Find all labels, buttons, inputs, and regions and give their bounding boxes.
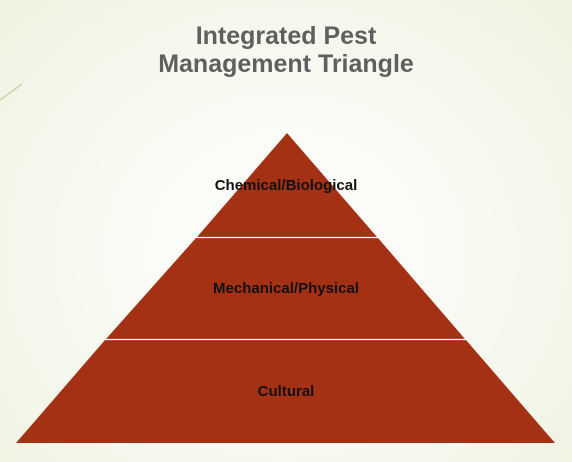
tier-label-chemical-biological: Chemical/Biological bbox=[215, 177, 358, 194]
title-line-1: Integrated Pest bbox=[195, 22, 377, 50]
tier-label-cultural: Cultural bbox=[258, 383, 315, 400]
page-title: Integrated Pest Management Triangle bbox=[0, 22, 572, 78]
title-line-2: Management Triangle bbox=[158, 50, 414, 78]
tier-top bbox=[197, 133, 377, 237]
tier-label-mechanical-physical: Mechanical/Physical bbox=[213, 280, 359, 297]
tier-middle bbox=[106, 238, 465, 339]
tier-bottom bbox=[16, 340, 555, 443]
